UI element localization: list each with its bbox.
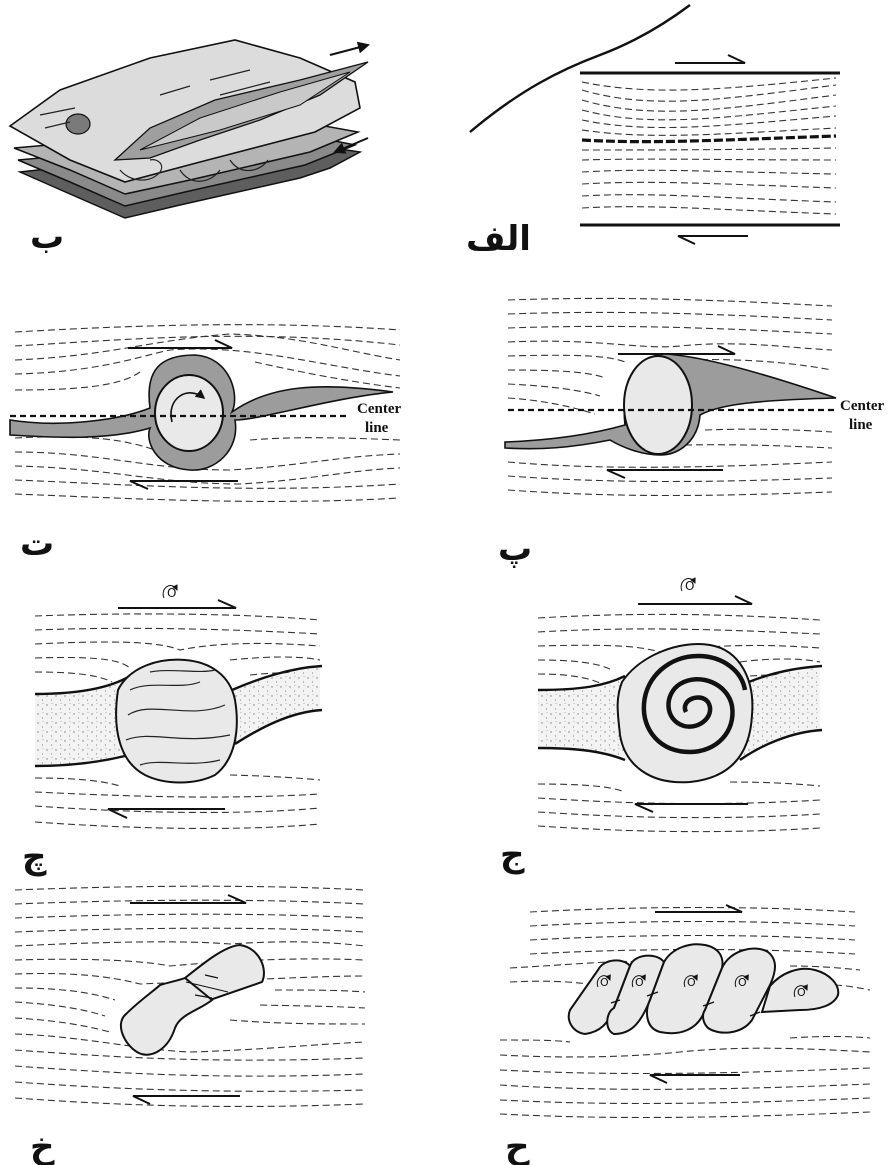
label-te: ت bbox=[20, 524, 54, 564]
panel-che-clast: O bbox=[35, 586, 322, 829]
label-he: ح bbox=[505, 1127, 530, 1165]
panel-alef-shear-zone bbox=[470, 5, 840, 244]
label-alef: الف bbox=[466, 219, 531, 259]
center-line-label-te-1: Center bbox=[357, 401, 401, 417]
panel-jim-snowball-clast: O bbox=[538, 579, 822, 832]
center-line-label-pe-2: line bbox=[849, 417, 873, 433]
svg-text:O: O bbox=[635, 976, 644, 989]
label-be: ب bbox=[30, 217, 64, 257]
svg-text:O: O bbox=[738, 976, 747, 989]
svg-text:O: O bbox=[600, 976, 609, 989]
svg-text:O: O bbox=[797, 986, 806, 999]
shear-foliation bbox=[582, 78, 836, 214]
label-jim: ج bbox=[500, 835, 525, 875]
svg-text:O: O bbox=[167, 586, 176, 600]
panel-te-delta-clast: Center line bbox=[10, 325, 401, 502]
panel-pe-sigma-clast: Center line bbox=[505, 298, 884, 495]
rotation-symbol-che: O bbox=[163, 586, 177, 600]
label-pe: پ bbox=[498, 529, 532, 569]
panel-khe-split-clast bbox=[15, 886, 365, 1106]
rotation-symbol-jim: O bbox=[681, 579, 695, 593]
panel-he-domino-clasts: O O O O O bbox=[500, 905, 870, 1118]
svg-text:O: O bbox=[687, 976, 696, 989]
label-che: چ bbox=[22, 837, 47, 877]
center-line-label-pe-1: Center bbox=[840, 398, 884, 414]
panel-be-layered-block bbox=[10, 40, 368, 218]
svg-text:O: O bbox=[685, 579, 694, 593]
center-line-label-te-2: line bbox=[365, 420, 389, 436]
label-khe: خ bbox=[30, 1127, 55, 1165]
